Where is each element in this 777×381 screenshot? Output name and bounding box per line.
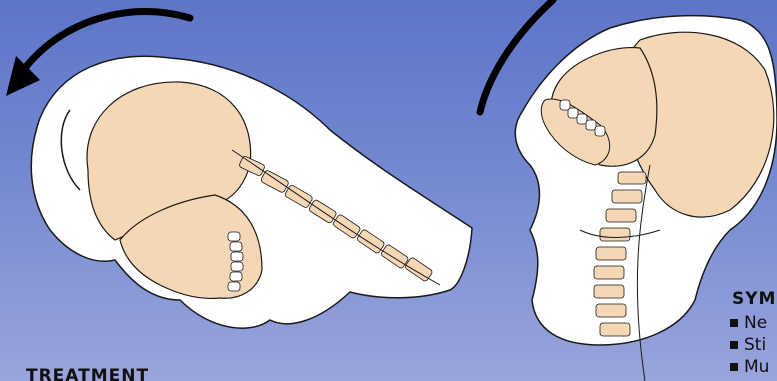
left-figure (6, 12, 472, 329)
bullet-icon (730, 341, 738, 349)
symptoms-heading: SYMPTOMS (732, 289, 777, 309)
symptom-text: Ne (744, 313, 767, 333)
flexion-arrowhead-icon (6, 56, 40, 96)
bullet-icon (730, 319, 738, 327)
symptom-item: Ne (730, 312, 769, 334)
symptom-text: Mu (744, 357, 769, 377)
symptoms-list: Ne Sti Mu (730, 312, 769, 378)
treatment-heading: TREATMENT (26, 366, 149, 381)
symptom-text: Sti (744, 335, 766, 355)
bullet-icon (730, 363, 738, 371)
symptom-item: Mu (730, 356, 769, 378)
symptom-item: Sti (730, 334, 769, 356)
